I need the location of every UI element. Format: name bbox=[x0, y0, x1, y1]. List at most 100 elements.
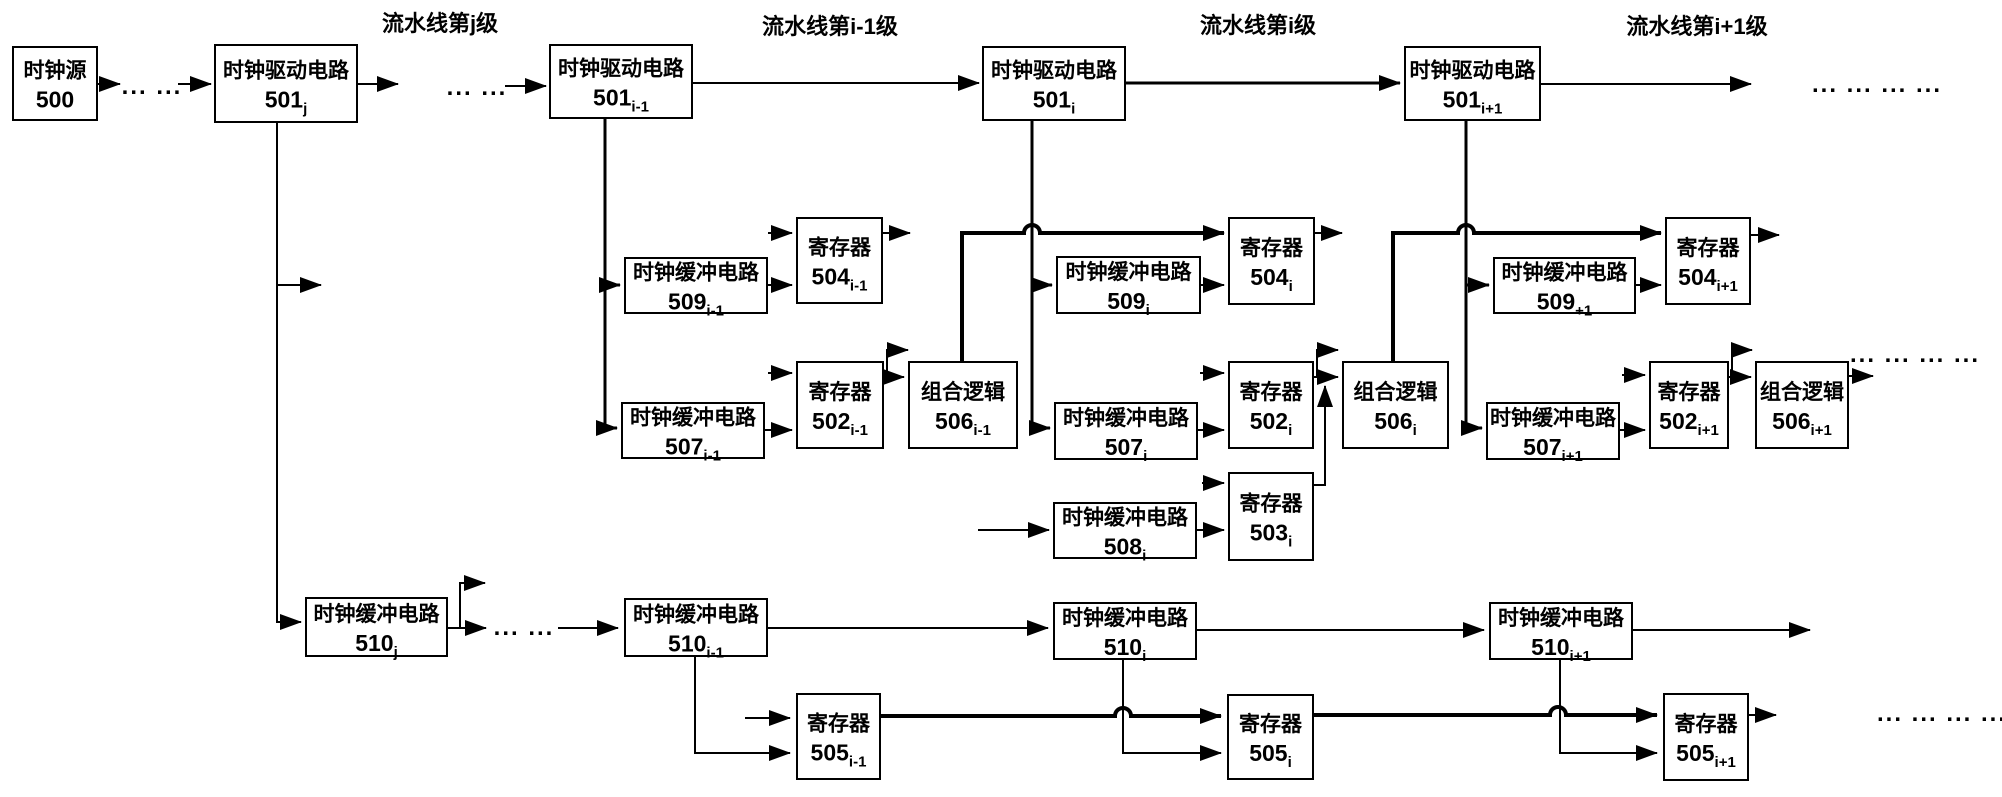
combo-logic-506i-1-label: 组合逻辑 bbox=[921, 380, 1005, 404]
clock-buffer-510j-number: 510j bbox=[355, 630, 398, 661]
clock-buffer-507i-1-label: 时钟缓冲电路 bbox=[630, 406, 757, 430]
combo-logic-506i+1-box bbox=[1755, 361, 1849, 449]
node-clock-driver-501i: 时钟驱动电路 501i bbox=[982, 46, 1126, 121]
ellipsis-dots-501j-501i-1: ... ... bbox=[447, 74, 508, 101]
clock-driver-501i-1-label: 时钟驱动电路 bbox=[558, 57, 685, 81]
clock-driver-501i-number: 501i bbox=[1033, 87, 1076, 118]
clock-buffer-509i-number: 509i bbox=[1107, 288, 1150, 319]
edge-501i+1-down-507i+1 bbox=[1461, 120, 1483, 436]
register-502i-1-box bbox=[796, 361, 884, 449]
node-clock-buffer-508i: 时钟缓冲电路 508i bbox=[1053, 502, 1197, 565]
edge-502i+1-up-out bbox=[1728, 342, 1753, 378]
edge-506i-1-to-504i bbox=[960, 223, 1225, 362]
ellipsis-dots-505i+1: ... ... ... ... bbox=[1877, 700, 2002, 727]
edge-506i-to-504i+1 bbox=[1391, 223, 1662, 362]
node-clock-driver-501i-1: 时钟驱动电路 501i-1 bbox=[549, 44, 693, 119]
node-clock-buffer-507i-1: 时钟缓冲电路 507i-1 bbox=[621, 402, 765, 465]
clock-buffer-507i-box bbox=[1054, 402, 1198, 460]
register-505i-1-label: 寄存器 bbox=[807, 712, 871, 736]
clock-buffer-510i+1-box bbox=[1489, 602, 1633, 660]
clock-buffer-510j-label: 时钟缓冲电路 bbox=[314, 602, 441, 626]
clock-buffer-510i-1-label: 时钟缓冲电路 bbox=[633, 603, 760, 627]
clock-buffer-510i-1-number: 510i-1 bbox=[668, 631, 724, 662]
register-502i-box bbox=[1228, 361, 1314, 449]
combo-logic-506i-1-number: 506i-1 bbox=[935, 408, 991, 439]
register-503i-label: 寄存器 bbox=[1240, 492, 1304, 516]
edge-510i-to-505i bbox=[1122, 659, 1222, 761]
register-504i+1-number: 504i+1 bbox=[1678, 264, 1738, 295]
clock-buffer-509i-1-number: 509i-1 bbox=[668, 289, 724, 320]
register-504i-number: 504i bbox=[1250, 264, 1293, 295]
register-504i-label: 寄存器 bbox=[1240, 236, 1304, 260]
combo-logic-506i-1-box bbox=[908, 361, 1018, 449]
clock-buffer-510i+1-number: 510i+1 bbox=[1531, 634, 1591, 665]
edge-501j-down-to-510j bbox=[276, 122, 302, 630]
clock-buffer-508i-label: 时钟缓冲电路 bbox=[1062, 506, 1189, 530]
register-504i-1-number: 504i-1 bbox=[812, 264, 868, 295]
register-502i+1-box bbox=[1649, 361, 1729, 449]
clock-buffer-507i-1-box bbox=[621, 402, 765, 459]
clock-buffer-509i-box bbox=[1056, 256, 1201, 314]
ellipsis-dots-510j-510i-1: ... ... bbox=[494, 614, 555, 641]
clock-buffer-510i-box bbox=[1053, 602, 1197, 660]
stage-label-stage-j: 流水线第j级 bbox=[382, 11, 498, 36]
register-505i+1-box bbox=[1663, 693, 1749, 781]
edge-510i+1-to-505i+1 bbox=[1559, 659, 1658, 761]
clock-source-500-box bbox=[12, 46, 98, 121]
combo-logic-506i+1-number: 506i+1 bbox=[1772, 408, 1832, 439]
node-register-505i-1: 寄存器 505i-1 bbox=[796, 693, 881, 780]
node-register-504i-1: 寄存器 504i-1 bbox=[796, 217, 883, 304]
clock-buffer-507i-number: 507i bbox=[1105, 434, 1148, 465]
clock-buffer-507i+1-box bbox=[1486, 402, 1620, 460]
edge-510j-out-up bbox=[459, 575, 486, 628]
diagram-blocks: 时钟源500时钟驱动电路501j时钟驱动电路501i-1时钟驱动电路501i时钟… bbox=[12, 44, 1849, 781]
ellipsis-dots-506i+1: ... ... ... ... bbox=[1850, 341, 1980, 368]
clock-buffer-507i-1-number: 507i-1 bbox=[665, 434, 721, 465]
edge-502i-1-up-out bbox=[883, 342, 909, 378]
node-combo-logic-506i-1: 组合逻辑 506i-1 bbox=[908, 361, 1018, 449]
clock-buffer-510i+1-label: 时钟缓冲电路 bbox=[1498, 606, 1625, 630]
node-clock-buffer-510i-1: 时钟缓冲电路 510i-1 bbox=[624, 598, 768, 662]
combo-logic-506i+1-label: 组合逻辑 bbox=[1760, 380, 1844, 404]
register-504i-1-label: 寄存器 bbox=[808, 236, 872, 260]
diagram-annotations: 流水线第j级流水线第i-1级流水线第i级流水线第i+1级... ...... .… bbox=[122, 11, 2002, 727]
clock-driver-501i-box bbox=[982, 46, 1126, 121]
clock-driver-501i-label: 时钟驱动电路 bbox=[991, 59, 1118, 83]
clock-driver-501j-box bbox=[214, 44, 358, 123]
stage-label-stage-i-1: 流水线第i-1级 bbox=[762, 14, 898, 39]
node-register-504i: 寄存器 504i bbox=[1228, 217, 1315, 305]
register-504i-box bbox=[1228, 217, 1315, 305]
clock-buffer-510i-number: 510i bbox=[1104, 634, 1147, 665]
stage-label-stage-i+1: 流水线第i+1级 bbox=[1626, 14, 1767, 39]
clock-buffer-508i-number: 508i bbox=[1104, 534, 1147, 565]
clock-driver-501i+1-box bbox=[1404, 46, 1541, 121]
register-502i-1-label: 寄存器 bbox=[809, 380, 873, 404]
clock-source-500-label: 时钟源 bbox=[24, 60, 87, 83]
combo-logic-506i-label: 组合逻辑 bbox=[1354, 380, 1438, 404]
ellipsis-dots-500-501j: ... ... bbox=[122, 73, 183, 100]
clock-buffer-510j-box bbox=[305, 597, 448, 657]
node-clock-buffer-510i+1: 时钟缓冲电路 510i+1 bbox=[1489, 602, 1633, 665]
clock-buffer-509i-1-label: 时钟缓冲电路 bbox=[633, 261, 760, 285]
edge-503i-to-506i bbox=[1313, 385, 1333, 486]
register-505i-1-number: 505i-1 bbox=[811, 740, 867, 771]
clock-driver-501i-1-box bbox=[549, 44, 693, 119]
register-504i+1-label: 寄存器 bbox=[1677, 236, 1741, 260]
clock-driver-501i-1-number: 501i-1 bbox=[593, 85, 649, 116]
edge-505i-1-to-505i bbox=[880, 706, 1222, 724]
clock-driver-501j-label: 时钟驱动电路 bbox=[223, 59, 350, 83]
register-505i-1-box bbox=[796, 693, 881, 780]
combo-logic-506i-box bbox=[1342, 361, 1449, 449]
